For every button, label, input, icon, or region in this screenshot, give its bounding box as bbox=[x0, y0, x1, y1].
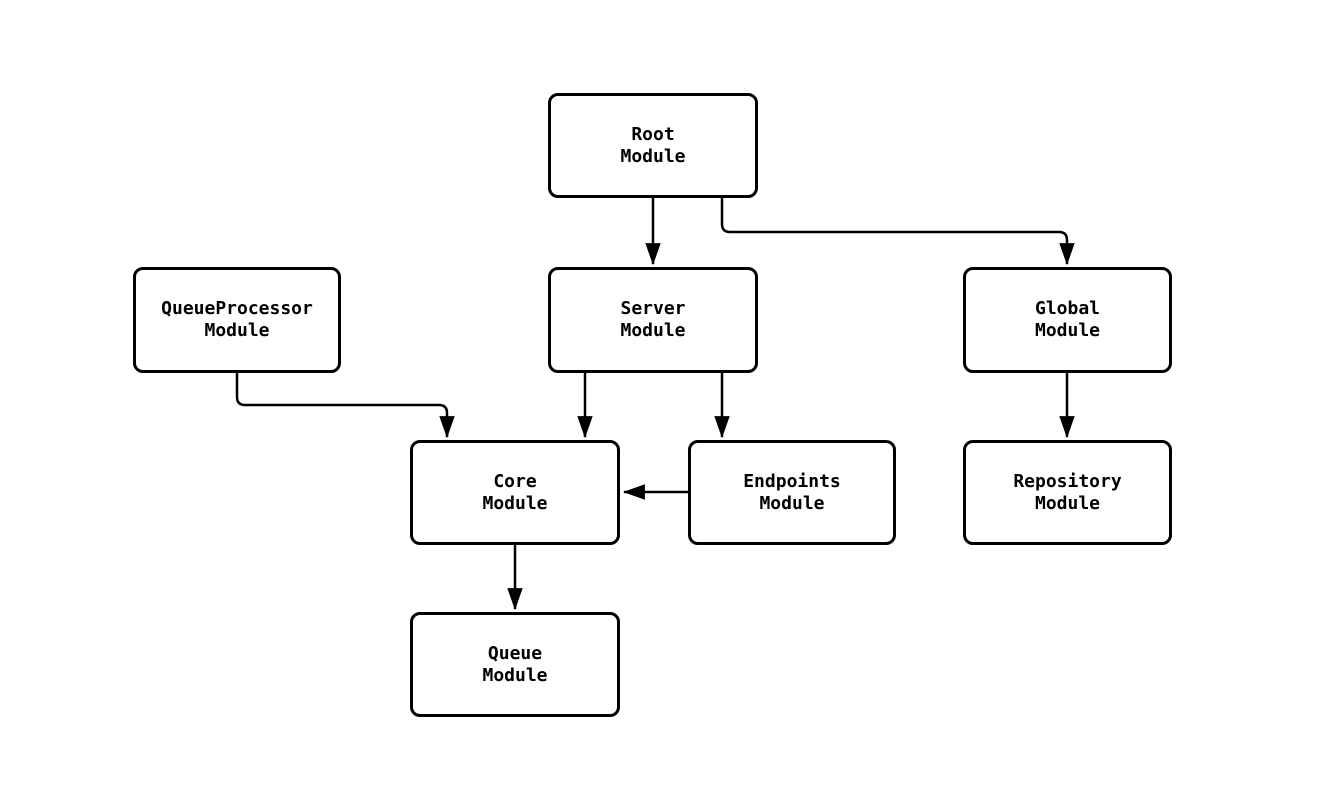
edge-root-to-global bbox=[720, 198, 1075, 266]
node-core-module: Core Module bbox=[410, 440, 620, 545]
node-root-module: Root Module bbox=[548, 93, 758, 198]
node-global-module: Global Module bbox=[963, 267, 1172, 373]
node-queueprocessor-module: QueueProcessor Module bbox=[133, 267, 341, 373]
node-server-module: Server Module bbox=[548, 267, 758, 373]
node-endpoints-module: Endpoints Module bbox=[688, 440, 896, 545]
edge-queueprocessor-to-core bbox=[235, 373, 455, 439]
node-queue-module: Queue Module bbox=[410, 612, 620, 717]
node-repository-module: Repository Module bbox=[963, 440, 1172, 545]
